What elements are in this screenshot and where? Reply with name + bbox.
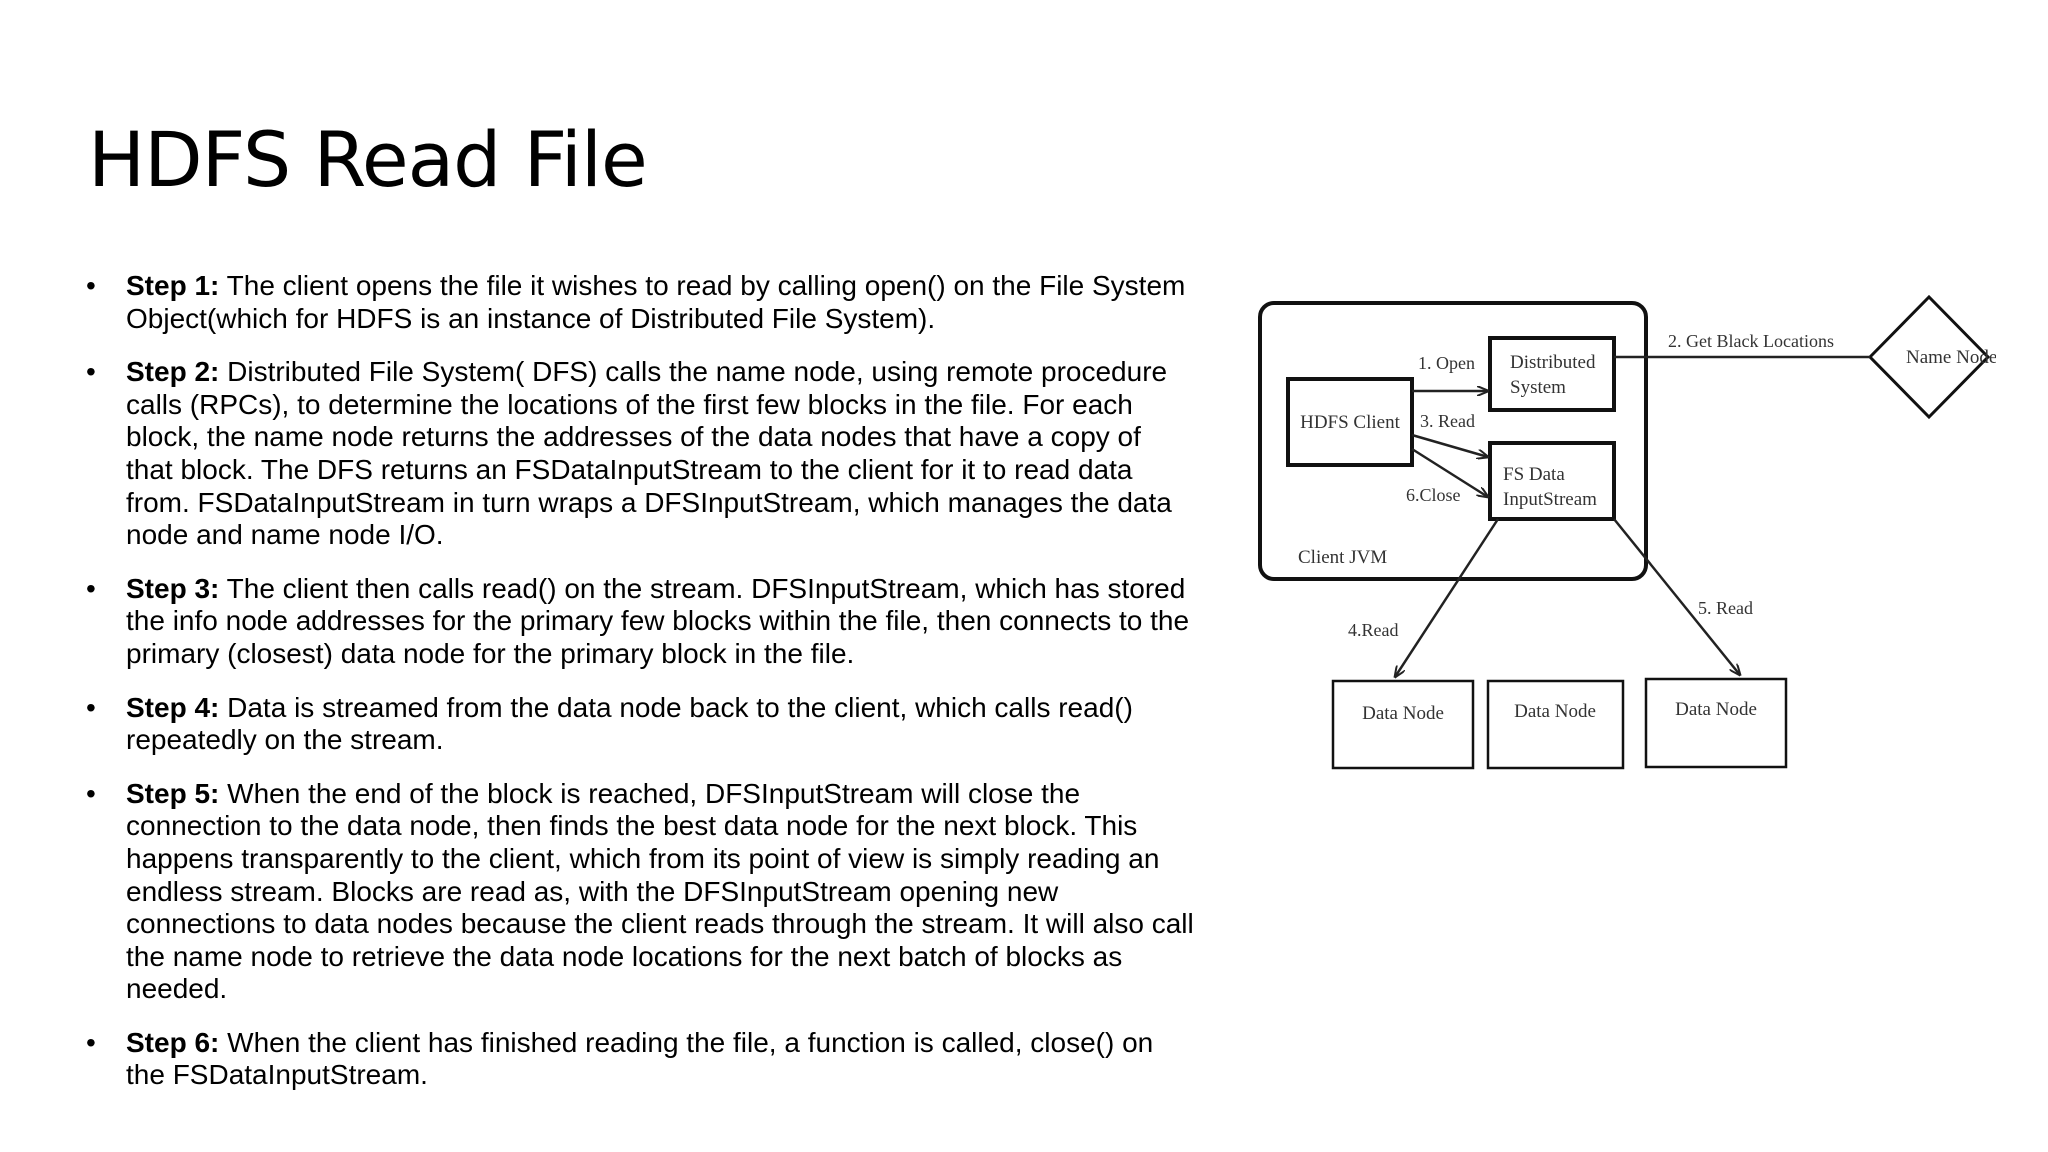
read-arrow-4 [1395,518,1500,677]
distributed-system-box [1488,336,1616,412]
fs-data-input-stream-label-2: InputStream [1503,489,1597,510]
slide-title: HDFS Read File [88,115,648,204]
close-arrow-label: 6.Close [1406,485,1461,505]
step-label: Step 1: [126,270,220,301]
step-item: Step 3: The client then calls read() on … [84,573,1194,671]
hdfs-read-diagram: Client JVM HDFS Client Distributed Syste… [1258,285,2008,770]
data-node-box [1331,679,1475,770]
step-label: Step 2: [126,356,220,388]
open-arrow-label: 1. Open [1418,353,1475,373]
steps-list: Step 1: The client opens the file it wis… [84,270,1194,1113]
step-text: When the end of the block is reached, DF… [126,777,1194,1005]
hdfs-client-box [1286,377,1414,467]
client-jvm-box [1258,301,1648,581]
distributed-system-label-2: System [1510,377,1566,398]
read-arrow-5 [1613,518,1740,675]
step-item: Step 1: The client opens the file it wis… [84,270,1194,335]
step-text: The client opens the file it wishes to r… [126,270,1186,334]
step-item: Step 4: Data is streamed from the data n… [84,692,1194,757]
data-node-box [1486,679,1625,770]
step-text: Distributed File System( DFS) calls the … [126,356,1172,551]
read-arrow-5-label: 5. Read [1698,598,1753,618]
read-arrow-3 [1411,433,1488,457]
data-node-label: Data Node [1362,703,1444,724]
step-label: Step 4: [126,691,220,723]
name-node-shape [1867,294,1991,420]
step-label: Step 5: [126,777,220,809]
step-text: When the client has finished reading the… [126,1026,1154,1091]
name-node-label: Name Node [1906,347,1997,368]
distributed-system-label-1: Distributed [1510,352,1596,373]
read-arrow-3-label: 3. Read [1420,411,1475,431]
data-node-label: Data Node [1514,701,1596,722]
client-jvm-label: Client JVM [1298,547,1387,568]
step-text: The client then calls read() on the stre… [126,572,1190,669]
read-arrow-4-label: 4.Read [1348,620,1398,640]
data-node-box [1644,677,1788,769]
get-block-locations-label: 2. Get Black Locations [1668,331,1834,351]
close-arrow [1411,447,1488,497]
fs-data-input-stream-box [1488,441,1616,521]
step-label: Step 3: [126,572,220,604]
step-item: Step 5: When the end of the block is rea… [84,778,1194,1006]
data-node-label: Data Node [1675,699,1757,720]
step-item: Step 2: Distributed File System( DFS) ca… [84,356,1194,552]
hdfs-client-label: HDFS Client [1300,412,1400,433]
step-text: Data is streamed from the data node back… [126,691,1133,756]
fs-data-input-stream-label-1: FS Data [1503,464,1565,485]
step-item: Step 6: When the client has finished rea… [84,1027,1194,1092]
step-label: Step 6: [126,1026,220,1058]
